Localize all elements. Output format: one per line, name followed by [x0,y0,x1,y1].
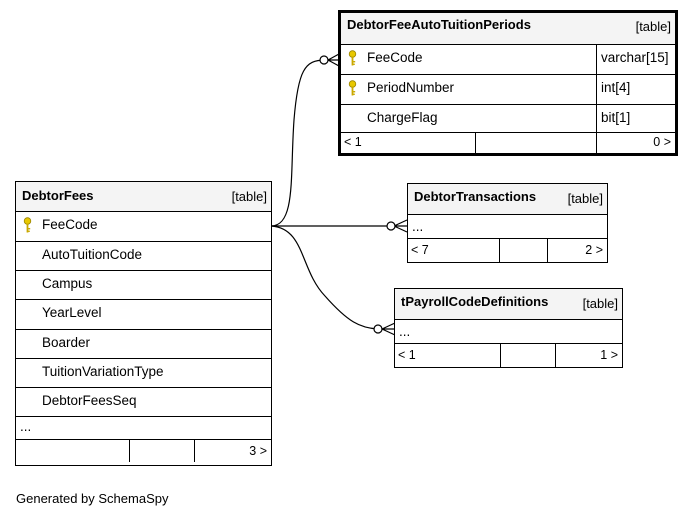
column-row[interactable]: Boarder [16,330,271,359]
column-name: TuitionVariationType [42,364,164,379]
parent-count: < 7 [411,243,429,257]
column-name: AutoTuitionCode [42,247,143,262]
table-type-label: [table] [635,19,671,34]
optional-marker-transactions [386,221,396,231]
parent-count: < 1 [398,348,416,362]
table-header: DebtorTransactions [table] [408,184,607,215]
child-count: 3 > [249,444,267,458]
generated-by-caption: Generated by SchemaSpy [16,491,169,506]
child-count: 0 > [653,135,671,149]
primary-key-icon [23,217,32,233]
column-type: varchar[15] [601,50,669,65]
column-name: Campus [42,276,93,291]
primary-key-icon [348,50,357,66]
table-type-label: [table] [582,296,618,311]
more-columns-indicator: ... [399,324,411,339]
primary-key-icon [348,80,357,96]
edge-fees-to-periods [270,59,326,227]
column-row[interactable]: Campus [16,271,271,300]
child-count: 2 > [585,243,603,257]
table-header: DebtorFees [table] [16,182,271,212]
table-debtor-fee-auto-tuition-periods[interactable]: DebtorFeeAutoTuitionPeriods [table] FeeC… [338,10,678,156]
column-row[interactable]: FeeCode varchar[15] [341,45,675,75]
table-footer: < 1 1 > [395,344,622,367]
table-type-label: [table] [231,189,267,204]
optional-marker-payroll [373,324,383,334]
more-columns-indicator: ... [20,419,32,434]
table-header: DebtorFeeAutoTuitionPeriods [table] [341,13,675,45]
column-row[interactable]: AutoTuitionCode [16,242,271,271]
column-row[interactable]: DebtorFeesSeq [16,388,271,417]
column-name: Boarder [42,335,91,350]
crowfoot-periods [327,53,340,67]
more-columns-row: ... [16,417,271,440]
column-name: PeriodNumber [367,80,455,95]
table-name: DebtorTransactions [414,189,537,204]
parent-count: < 1 [344,135,362,149]
column-name: YearLevel [42,305,102,320]
column-row[interactable]: TuitionVariationType [16,359,271,388]
column-row[interactable]: FeeCode [16,212,271,242]
table-debtor-fees[interactable]: DebtorFees [table] FeeCode AutoTuitionCo… [15,181,272,466]
table-header: tPayrollCodeDefinitions [table] [395,289,622,320]
column-row[interactable]: YearLevel [16,300,271,330]
column-row[interactable]: PeriodNumber int[4] [341,75,675,105]
column-name: FeeCode [367,50,423,65]
child-count: 1 > [600,348,618,362]
column-row[interactable]: ChargeFlag bit[1] [341,105,675,133]
column-type: int[4] [601,80,631,95]
edge-fees-to-payroll [270,225,379,330]
table-name: DebtorFees [22,188,94,203]
crowfoot-payroll [381,322,396,336]
table-debtor-transactions[interactable]: DebtorTransactions [table] ... < 7 2 > [407,183,608,263]
more-columns-indicator: ... [412,219,424,234]
crowfoot-transactions [393,219,408,233]
table-name: tPayrollCodeDefinitions [401,294,549,309]
table-type-label: [table] [567,191,603,206]
optional-marker-periods [319,55,329,65]
more-columns-row: ... [408,215,607,239]
column-name: FeeCode [42,217,98,232]
table-name: DebtorFeeAutoTuitionPeriods [347,17,531,32]
table-footer: < 7 2 > [408,239,607,262]
column-type: bit[1] [601,110,631,125]
table-footer: 3 > [16,440,271,462]
column-name: DebtorFeesSeq [42,393,137,408]
column-name: ChargeFlag [367,110,438,125]
table-footer: < 1 0 > [341,133,675,153]
table-tpayroll-code-definitions[interactable]: tPayrollCodeDefinitions [table] ... < 1 … [394,288,623,368]
more-columns-row: ... [395,320,622,344]
